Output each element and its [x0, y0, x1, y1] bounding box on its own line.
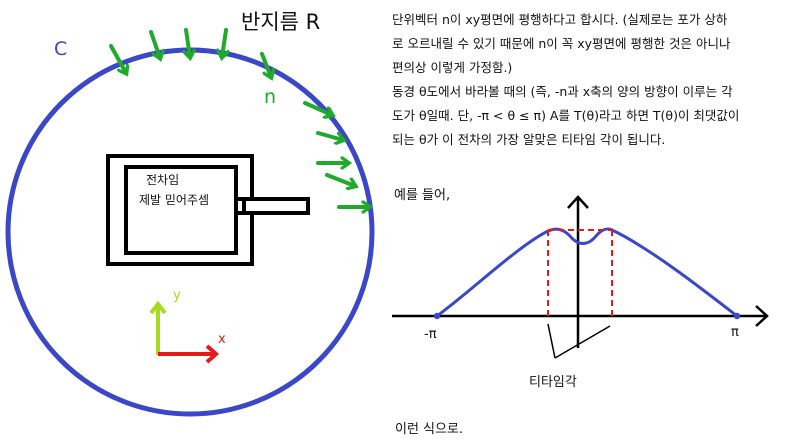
explanation-line: 편의상 이렇게 가정함.) [392, 60, 513, 75]
example-intro: 예를 들어, [394, 188, 451, 203]
right-endpoint-dot [733, 312, 741, 320]
normal-arrow [109, 44, 126, 73]
left-tick-label: -π [424, 327, 437, 342]
range-pointer [547, 323, 611, 359]
t-theta-curve [436, 227, 738, 318]
closing-text: 이런 식으로. [395, 422, 464, 437]
tank-hull [124, 165, 238, 255]
explanation-line: 동경 θ도에서 바라볼 때의 (즉, -n과 x축의 양의 방향이 이루는 각 [392, 84, 733, 99]
normal-arrow [325, 173, 355, 186]
tank-label-line2: 제발 믿어주셈 [139, 193, 210, 207]
explanation-line: 로 오르내릴 수 있기 때문에 n이 꼭 xy평면에 평행한 것은 아니나 [392, 36, 731, 51]
normal-arrow [222, 28, 226, 57]
x-axis-label: x [218, 332, 226, 347]
normal-label: n [264, 86, 277, 108]
y-axis-label: y [173, 288, 181, 303]
tank-track-outline [106, 154, 254, 266]
explanation-line: 도가 θ일때. 단, -π < θ ≤ π) A를 T(θ)라고 하면 T(θ)… [392, 108, 740, 123]
normal-arrow [186, 28, 190, 57]
boundary-circle [5, 47, 375, 417]
normal-arrow [316, 131, 343, 140]
tank-barrel [242, 197, 310, 215]
left-endpoint-dot [433, 312, 441, 320]
tank [106, 154, 310, 266]
normal-arrow [303, 101, 332, 115]
tea-time-angle-label: 티타임각 [529, 375, 577, 390]
tank-label-line1: 전차임 [146, 173, 180, 187]
explanation-text: 단위벡터 n이 xy평면에 평행하다고 합시다. (실제로는 포가 상하 로 오… [392, 8, 796, 152]
radius-label: 반지름 R [241, 10, 321, 34]
explanation-line: 단위벡터 n이 xy평면에 평행하다고 합시다. (실제로는 포가 상하 [392, 12, 728, 27]
tea-time-range [547, 229, 613, 316]
normal-arrow [149, 30, 160, 58]
circle-label: C [54, 38, 68, 60]
explanation-line: 되는 θ가 이 전차의 가장 알맞은 티타임 각이 됩니다. [392, 132, 666, 147]
right-tick-label: π [731, 325, 739, 340]
normal-arrow [260, 52, 271, 77]
normal-arrows [109, 28, 369, 207]
